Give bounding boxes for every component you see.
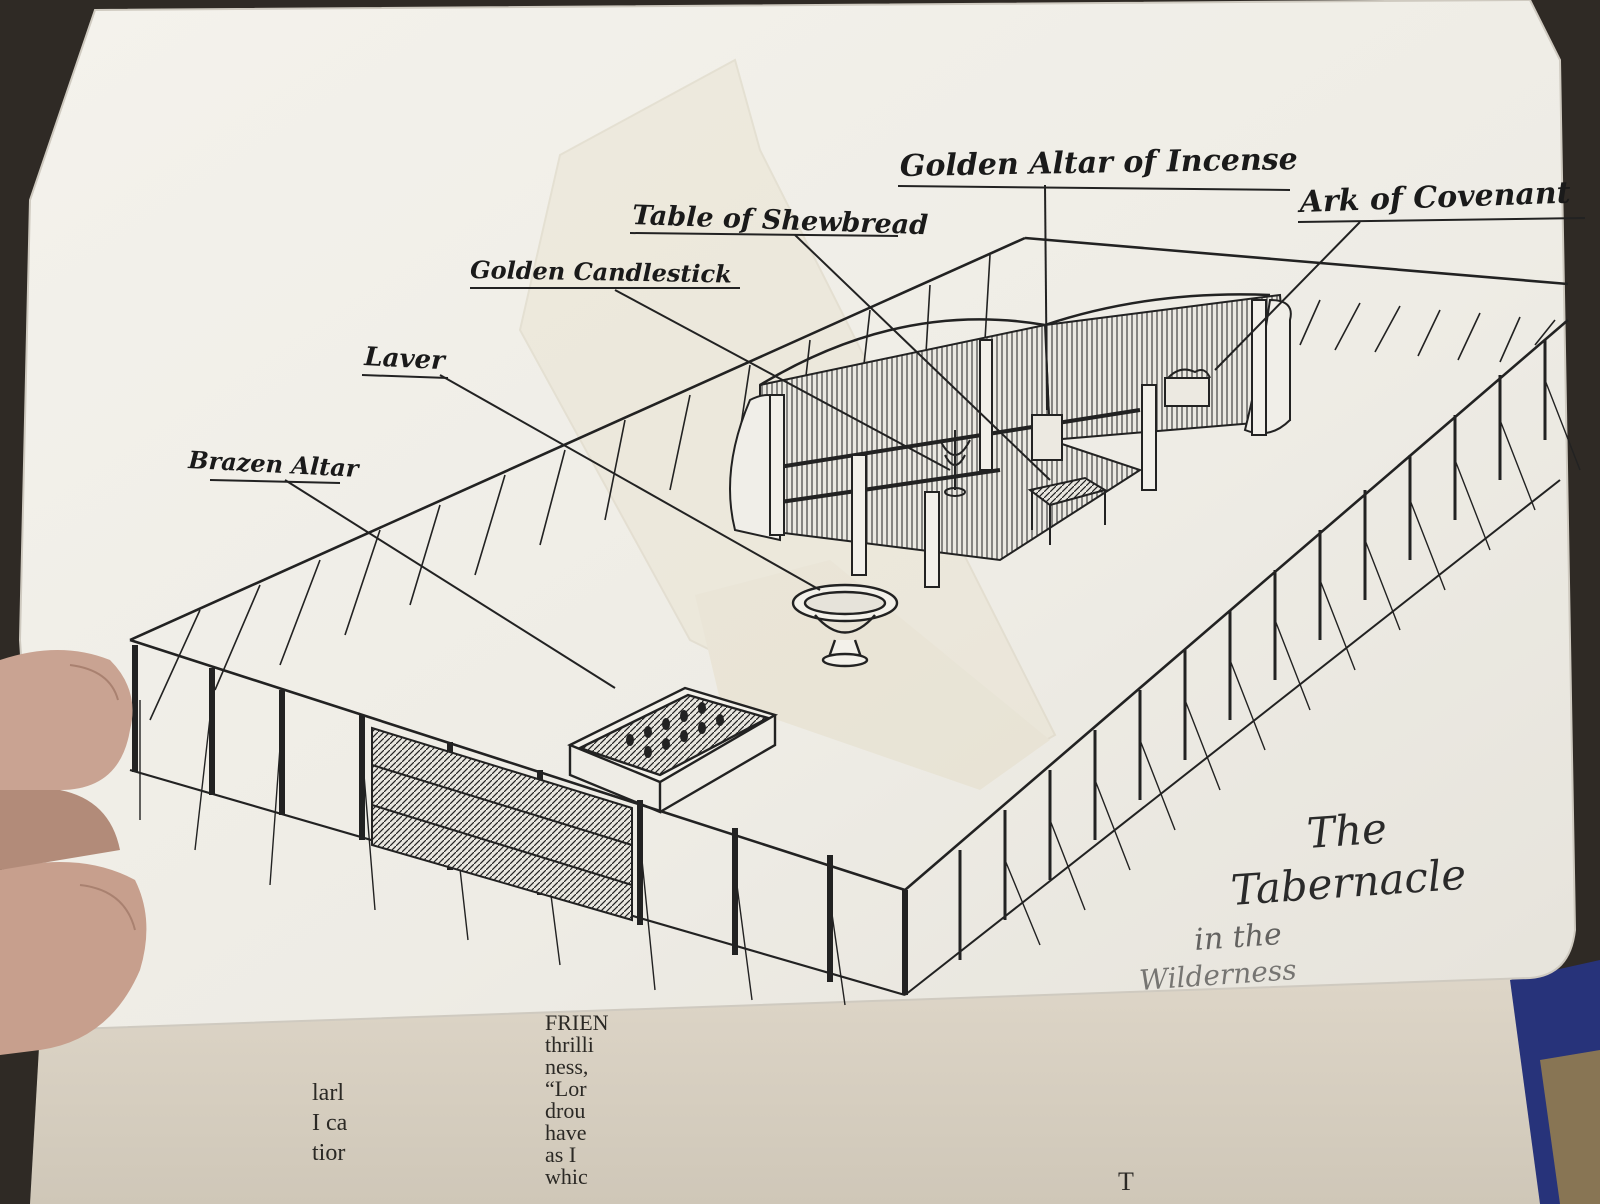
- page-text-line: have: [545, 1120, 587, 1145]
- page-text-line: larl: [312, 1080, 344, 1106]
- golden-candlestick-icon: [939, 430, 971, 497]
- page-text-line: I ca: [312, 1110, 348, 1136]
- label-laver: Laver: [363, 342, 448, 376]
- label-golden-altar: Golden Altar of Incense: [900, 142, 1298, 184]
- page-text-line: FRIEN: [545, 1010, 609, 1035]
- page-text-line: tior: [312, 1140, 345, 1166]
- page-text-line: drou: [545, 1098, 585, 1123]
- leader-lines: [209, 184, 1586, 689]
- page-text-line: T: [1118, 1167, 1134, 1196]
- brazen-altar-icon: [567, 686, 778, 814]
- leader-laver: [439, 374, 821, 591]
- title-line-3: in the: [1193, 917, 1283, 958]
- page-text-line: whic: [545, 1164, 588, 1189]
- page-text-line: “Lor: [545, 1076, 587, 1101]
- leader-candlestick: [614, 289, 951, 471]
- courtyard-gate: [371, 726, 633, 922]
- golden-altar-icon: [1031, 414, 1063, 461]
- leader-shewbread: [794, 234, 1051, 481]
- leader-brazen-altar: [284, 479, 616, 689]
- page-text-line: thrilli: [545, 1032, 594, 1057]
- tabernacle-tent: [729, 293, 1292, 588]
- page-text-left-column: larl I ca tior: [312, 1080, 348, 1166]
- page-text-line: ness,: [545, 1054, 588, 1079]
- hand: [0, 650, 147, 1055]
- leader-ark: [1214, 221, 1361, 371]
- page-text-line: as I: [545, 1142, 576, 1167]
- title-line-1: The: [1305, 804, 1388, 858]
- page-text-right-column: FRIEN thrilli ness, “Lor drou have as I …: [545, 1010, 609, 1189]
- underlying-book-page: larl I ca tior FRIEN thrilli ness, “Lor …: [30, 960, 1600, 1204]
- table-of-shewbread-icon: [1027, 476, 1108, 545]
- ark-of-covenant-icon: [1164, 368, 1211, 407]
- laver-icon: [791, 583, 899, 668]
- label-golden-candlestick: Golden Candlestick: [470, 255, 732, 289]
- leader-golden-altar: [1044, 184, 1048, 411]
